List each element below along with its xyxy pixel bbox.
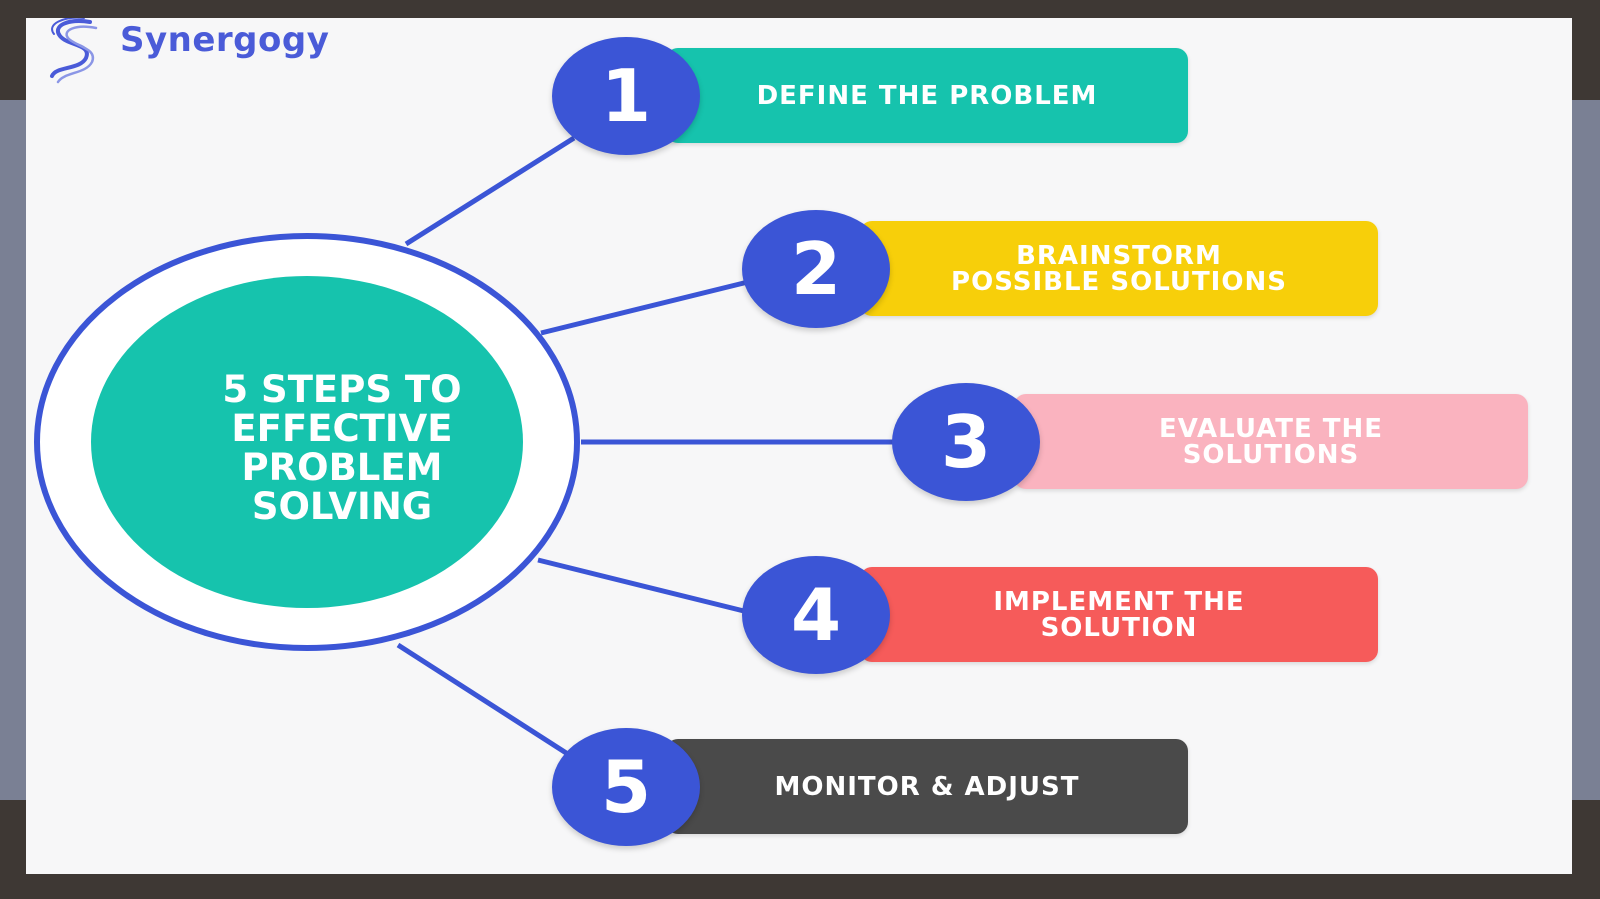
step-2-label: BRAINSTORM POSSIBLE SOLUTIONS: [951, 240, 1287, 297]
step-4-badge: 4: [742, 556, 890, 674]
step-1-label: DEFINE THE PROBLEM: [756, 80, 1098, 111]
hub-title: 5 STEPS TO EFFECTIVE PROBLEM SOLVING: [222, 368, 462, 528]
hub-fill-circle: [91, 276, 523, 608]
connector-line-1: [404, 135, 576, 247]
frame-right-edge: [1570, 100, 1600, 800]
step-4-bar: IMPLEMENT THE SOLUTION: [860, 567, 1378, 662]
connector-line-4: [537, 557, 757, 617]
step-5-bar: MONITOR & ADJUST: [666, 739, 1188, 834]
step-2-bar: BRAINSTORM POSSIBLE SOLUTIONS: [860, 221, 1378, 316]
step-1-badge: 1: [552, 37, 700, 155]
step-5-label: MONITOR & ADJUST: [774, 771, 1080, 802]
step-3-badge: 3: [892, 383, 1040, 501]
step-5-badge: 5: [552, 728, 700, 846]
synergogy-swirl-logo-icon: [50, 18, 98, 84]
step-3-bar: EVALUATE THE SOLUTIONS: [1014, 394, 1528, 489]
step-2-badge: 2: [742, 210, 890, 328]
connector-line-5: [396, 642, 576, 761]
logo-text: Synergogy: [120, 20, 330, 60]
connector-lines: [34, 135, 906, 761]
connector-line-2: [540, 277, 757, 336]
step-1-bar: DEFINE THE PROBLEM: [666, 48, 1188, 143]
infographic-canvas: Synergogy 5 STEPS TO EFFECTIVE PROBLEM S…: [26, 18, 1572, 874]
frame-left-edge: [0, 100, 26, 800]
step-4-label: IMPLEMENT THE SOLUTION: [993, 586, 1245, 643]
synergogy-logo: Synergogy: [38, 18, 329, 88]
step-3-label: EVALUATE THE SOLUTIONS: [1158, 413, 1384, 470]
